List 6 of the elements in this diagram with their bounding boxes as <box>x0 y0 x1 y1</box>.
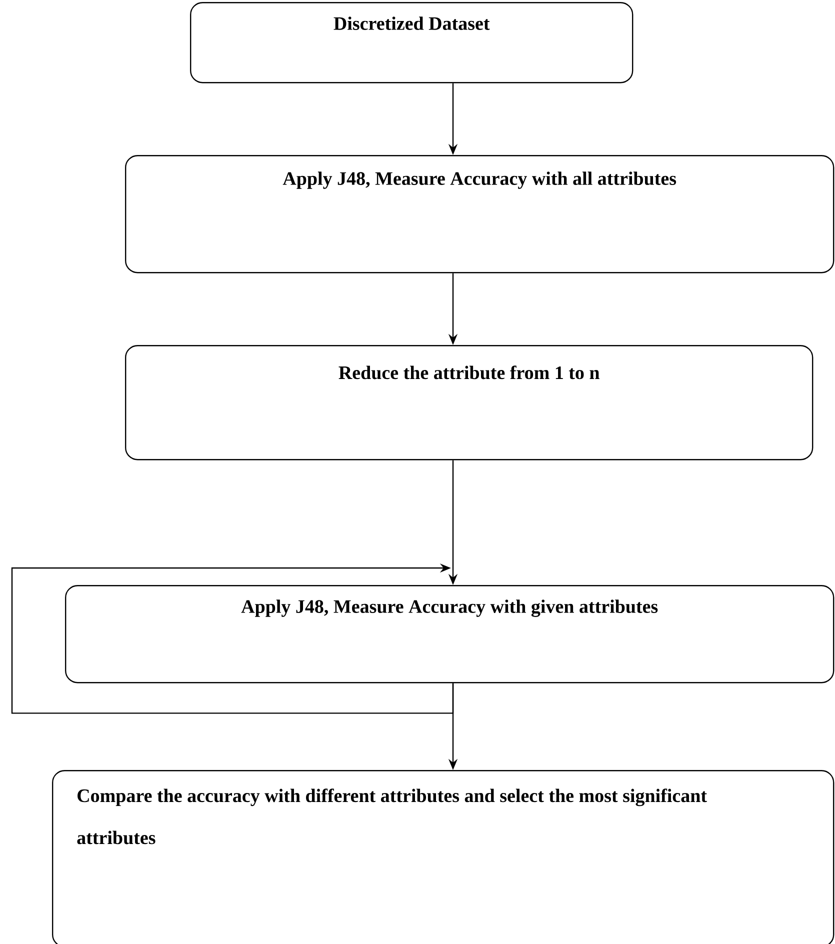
process-box: Apply J48, Measure Accuracy with all attributes <box>125 155 834 274</box>
process-box: Reduce the attribute from 1 to n <box>125 345 814 460</box>
arrow <box>11 563 454 714</box>
process-box: Compare the accuracy with different attributes and select the most significant attributes <box>52 770 834 944</box>
process-box: Discretized Dataset <box>190 2 634 84</box>
process-box: Apply J48, Measure Accuracy with given attributes <box>65 585 834 684</box>
